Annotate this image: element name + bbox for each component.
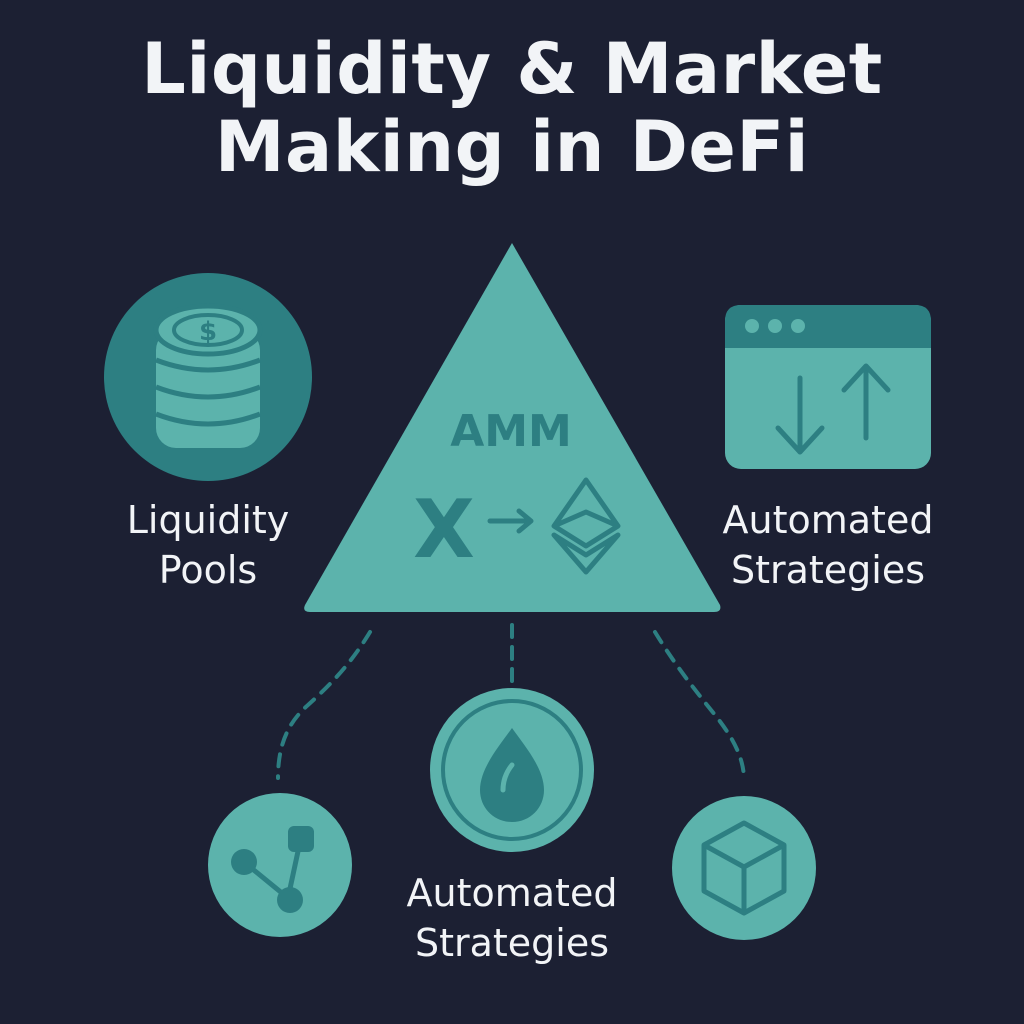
page-title: Liquidity & Market Making in DeFi bbox=[0, 30, 1024, 186]
network-circle bbox=[208, 793, 352, 937]
connector-left bbox=[276, 630, 372, 780]
browser-window-header bbox=[725, 305, 931, 348]
automated-strategies-right-line-1: Automated bbox=[722, 498, 934, 542]
automated-strategies-node-center bbox=[430, 688, 594, 852]
amm-label: AMM bbox=[450, 406, 572, 457]
automated-strategies-label-center: Automated Strategies bbox=[382, 868, 642, 968]
ethereum-icon bbox=[551, 477, 621, 575]
drop-highlight bbox=[500, 762, 515, 793]
window-dots-icon bbox=[745, 319, 805, 333]
automated-strategies-center-line-2: Strategies bbox=[414, 921, 610, 965]
cube-node bbox=[672, 796, 816, 940]
drop-icon bbox=[480, 728, 544, 822]
browser-window-arrows-icon bbox=[775, 363, 891, 455]
liquidity-pools-label: Liquidity Pools bbox=[88, 495, 328, 595]
arrow-right-icon bbox=[487, 508, 534, 534]
amm-triangle: AMM X bbox=[304, 243, 721, 612]
network-node bbox=[208, 793, 352, 937]
liquidity-pools-label-line-1: Liquidity bbox=[126, 498, 290, 542]
svg-text:$: $ bbox=[199, 317, 217, 347]
automated-strategies-node-right bbox=[725, 305, 931, 469]
liquidity-pools-node: $ bbox=[104, 273, 312, 481]
title-line-2: Making in DeFi bbox=[214, 106, 810, 188]
network-nodes-icon bbox=[231, 826, 314, 913]
coin-stack-icon: $ bbox=[153, 303, 263, 448]
cube-icon bbox=[701, 820, 787, 916]
drop-circle-ring bbox=[441, 699, 583, 841]
automated-strategies-right-line-2: Strategies bbox=[730, 548, 926, 592]
x-symbol: X bbox=[413, 483, 475, 576]
connector-lines bbox=[276, 623, 746, 782]
title-line-1: Liquidity & Market bbox=[141, 28, 883, 110]
liquidity-pools-label-line-2: Pools bbox=[158, 548, 258, 592]
connector-right bbox=[653, 630, 746, 782]
automated-strategies-center-line-1: Automated bbox=[406, 871, 618, 915]
automated-strategies-label-right: Automated Strategies bbox=[698, 495, 958, 595]
